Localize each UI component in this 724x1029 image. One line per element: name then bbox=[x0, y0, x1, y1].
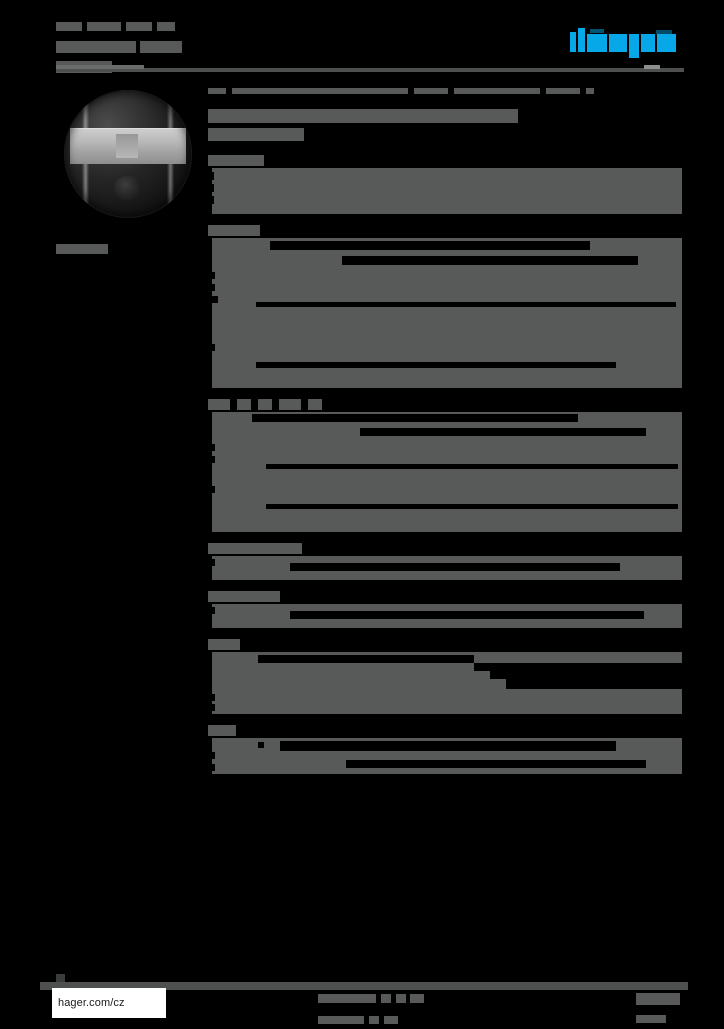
table-row bbox=[208, 472, 682, 487]
section-block bbox=[208, 652, 690, 714]
section-block bbox=[208, 604, 682, 628]
product-image bbox=[56, 88, 198, 230]
header-divider bbox=[56, 65, 684, 72]
page-footer: hager.com/cz bbox=[40, 988, 688, 1024]
section-heading bbox=[208, 634, 682, 652]
content-column bbox=[208, 88, 690, 780]
section-heading bbox=[208, 150, 682, 168]
section-block bbox=[208, 556, 682, 580]
table-row bbox=[208, 298, 682, 313]
footer-page-number bbox=[636, 990, 682, 1023]
footer-center-text bbox=[318, 990, 458, 1024]
section-heading bbox=[208, 220, 682, 238]
footer-url[interactable]: hager.com/cz bbox=[58, 997, 125, 1009]
section-block bbox=[208, 238, 682, 388]
section-heading bbox=[208, 586, 682, 604]
page-subtitle bbox=[208, 126, 682, 142]
table-row bbox=[208, 373, 682, 388]
page-title bbox=[208, 88, 682, 123]
footer-divider bbox=[40, 974, 688, 990]
specification-table bbox=[208, 150, 690, 774]
table-row bbox=[208, 442, 682, 457]
section-heading bbox=[208, 720, 682, 738]
bullet-mark bbox=[258, 742, 264, 748]
page-header bbox=[56, 18, 680, 73]
table-row bbox=[208, 343, 682, 358]
table-row bbox=[208, 517, 682, 532]
table-row bbox=[208, 328, 682, 343]
doc-ref-line-1 bbox=[56, 18, 236, 36]
footer-line-2 bbox=[318, 1011, 458, 1029]
product-caption bbox=[56, 240, 116, 258]
section-block bbox=[208, 168, 682, 214]
table-row bbox=[208, 283, 682, 298]
bullet-mark bbox=[530, 680, 537, 687]
bullet-mark bbox=[578, 680, 585, 687]
section-block bbox=[208, 412, 682, 532]
section-heading bbox=[208, 538, 682, 556]
table-row bbox=[208, 313, 682, 328]
footer-line-1 bbox=[318, 990, 458, 1008]
product-figure bbox=[56, 88, 206, 254]
footer-url-box[interactable]: hager.com/cz bbox=[52, 988, 166, 1018]
section-block bbox=[208, 738, 682, 774]
presence-detector-icon bbox=[64, 90, 192, 218]
table-row bbox=[208, 487, 682, 502]
hager-logo bbox=[570, 28, 680, 58]
section-heading bbox=[208, 394, 682, 412]
table-row bbox=[208, 268, 682, 283]
doc-ref-line-2 bbox=[56, 38, 236, 56]
